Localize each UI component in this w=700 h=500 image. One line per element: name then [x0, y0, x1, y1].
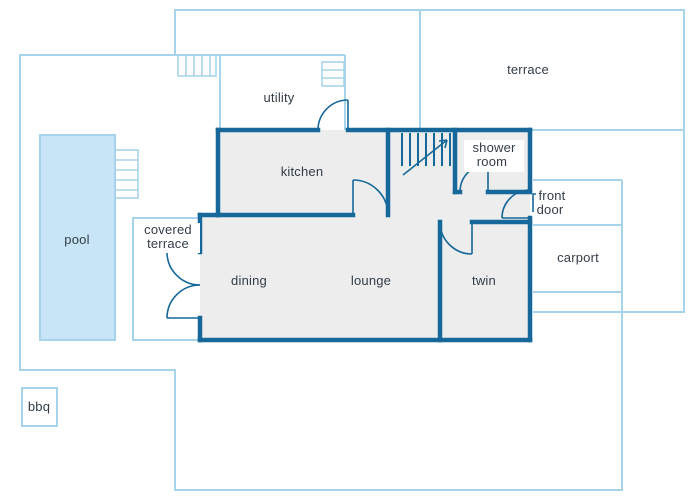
shower-room-label-line1: shower [472, 140, 516, 155]
twin-label: twin [472, 273, 496, 288]
pool-ladder-rungs [115, 159, 138, 191]
door-arc [317, 99, 349, 131]
shower-room-label-line2: room [477, 154, 507, 169]
bbq-outline [21, 387, 58, 427]
pool-label: pool [64, 232, 89, 247]
steps-box [177, 54, 217, 77]
door-arc [166, 251, 201, 286]
kitchen-lounge-door [352, 179, 389, 216]
covered-terrace-french-doors [166, 251, 201, 319]
stairs-icon [401, 133, 451, 176]
terrace-label: terrace [507, 62, 549, 77]
stair-direction-line [402, 139, 448, 176]
boundary-path [19, 9, 685, 491]
interior-lower-fill [200, 215, 530, 340]
doors [166, 99, 531, 319]
carport-label-bg [548, 250, 608, 266]
bbq-label: bbq [28, 399, 50, 414]
covered-terrace-label-line2: terrace [147, 236, 189, 251]
utility-label: utility [263, 90, 294, 105]
kitchen-label: kitchen [281, 164, 324, 179]
steps-hatch-lines [322, 69, 344, 79]
front-door-label-line2: door [537, 202, 564, 217]
door-arc [501, 189, 531, 219]
door-arc [352, 179, 389, 216]
lounge-label: lounge [351, 273, 391, 288]
carport-label: carport [557, 250, 599, 265]
house-walls [197, 127, 533, 343]
pool-basin [39, 134, 116, 341]
utility-kitchen-door [317, 99, 349, 131]
pool-area [39, 134, 139, 341]
property-outline [19, 9, 685, 491]
front-door-label-bg [536, 189, 570, 219]
label-backgrounds [136, 140, 608, 266]
covered-terrace-label-line1: covered [144, 222, 192, 237]
covered-terrace-outline [132, 217, 200, 341]
door-arc [166, 284, 201, 319]
steps-hatch-lines [185, 55, 211, 76]
steps-box [321, 61, 345, 87]
utility-steps-right [321, 61, 345, 87]
dining-label: dining [231, 273, 267, 288]
shower-label-bg [464, 140, 524, 172]
twin-door [439, 221, 473, 255]
door-arc [439, 221, 473, 255]
carport-markings [533, 179, 623, 313]
front-door-swing [501, 189, 531, 219]
room-labels: terrace utility kitchen shower room fron… [28, 62, 599, 414]
covered-terrace-label-bg [136, 223, 200, 253]
stair-arrowhead [438, 139, 448, 149]
front-door-label-line1: front [538, 188, 565, 203]
utility-steps-left [177, 54, 217, 77]
pool-ladder [114, 149, 139, 199]
stair-treads [401, 133, 451, 166]
